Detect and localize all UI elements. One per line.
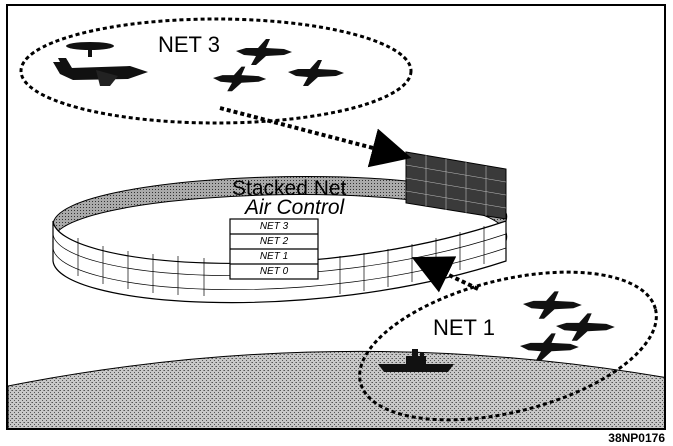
stack-front-band bbox=[52, 220, 507, 304]
figure-id: 38NP0176 bbox=[608, 431, 665, 445]
net1-label: NET 1 bbox=[433, 315, 495, 340]
stack-row-net1: NET 1 bbox=[259, 251, 289, 262]
fighter-jet-icon-5 bbox=[556, 313, 615, 341]
fighter-jet-icon-4 bbox=[523, 291, 582, 319]
ground-horizon bbox=[8, 350, 664, 428]
stacked-net-subtitle: Air Control bbox=[245, 196, 345, 219]
fighter-jet-icon-3 bbox=[288, 60, 344, 86]
fighter-jet-icon-1 bbox=[236, 39, 292, 65]
arrow-net1-to-stack bbox=[411, 256, 479, 293]
stack-row-net2: NET 2 bbox=[259, 236, 289, 247]
diagram-frame: NET 3 NET 1 Stacked Net Air Control NET … bbox=[6, 4, 666, 430]
net3-ellipse bbox=[19, 17, 413, 125]
stacked-net-title: Stacked Net bbox=[232, 177, 347, 200]
awacs-aircraft-icon bbox=[53, 42, 148, 86]
fighter-jet-icon-6 bbox=[520, 333, 579, 361]
arrow-net3-to-stack bbox=[219, 106, 412, 168]
net3-label: NET 3 bbox=[158, 32, 220, 57]
stack-dark-segment bbox=[405, 151, 507, 220]
stack-row-net3: NET 3 bbox=[259, 221, 289, 232]
ship-icon bbox=[378, 349, 454, 372]
net1-ellipse bbox=[358, 270, 658, 422]
fighter-jet-icon-2 bbox=[213, 66, 267, 92]
stack-row-net0: NET 0 bbox=[259, 266, 289, 277]
stack-table bbox=[229, 218, 319, 280]
diagram-canvas bbox=[8, 17, 664, 428]
